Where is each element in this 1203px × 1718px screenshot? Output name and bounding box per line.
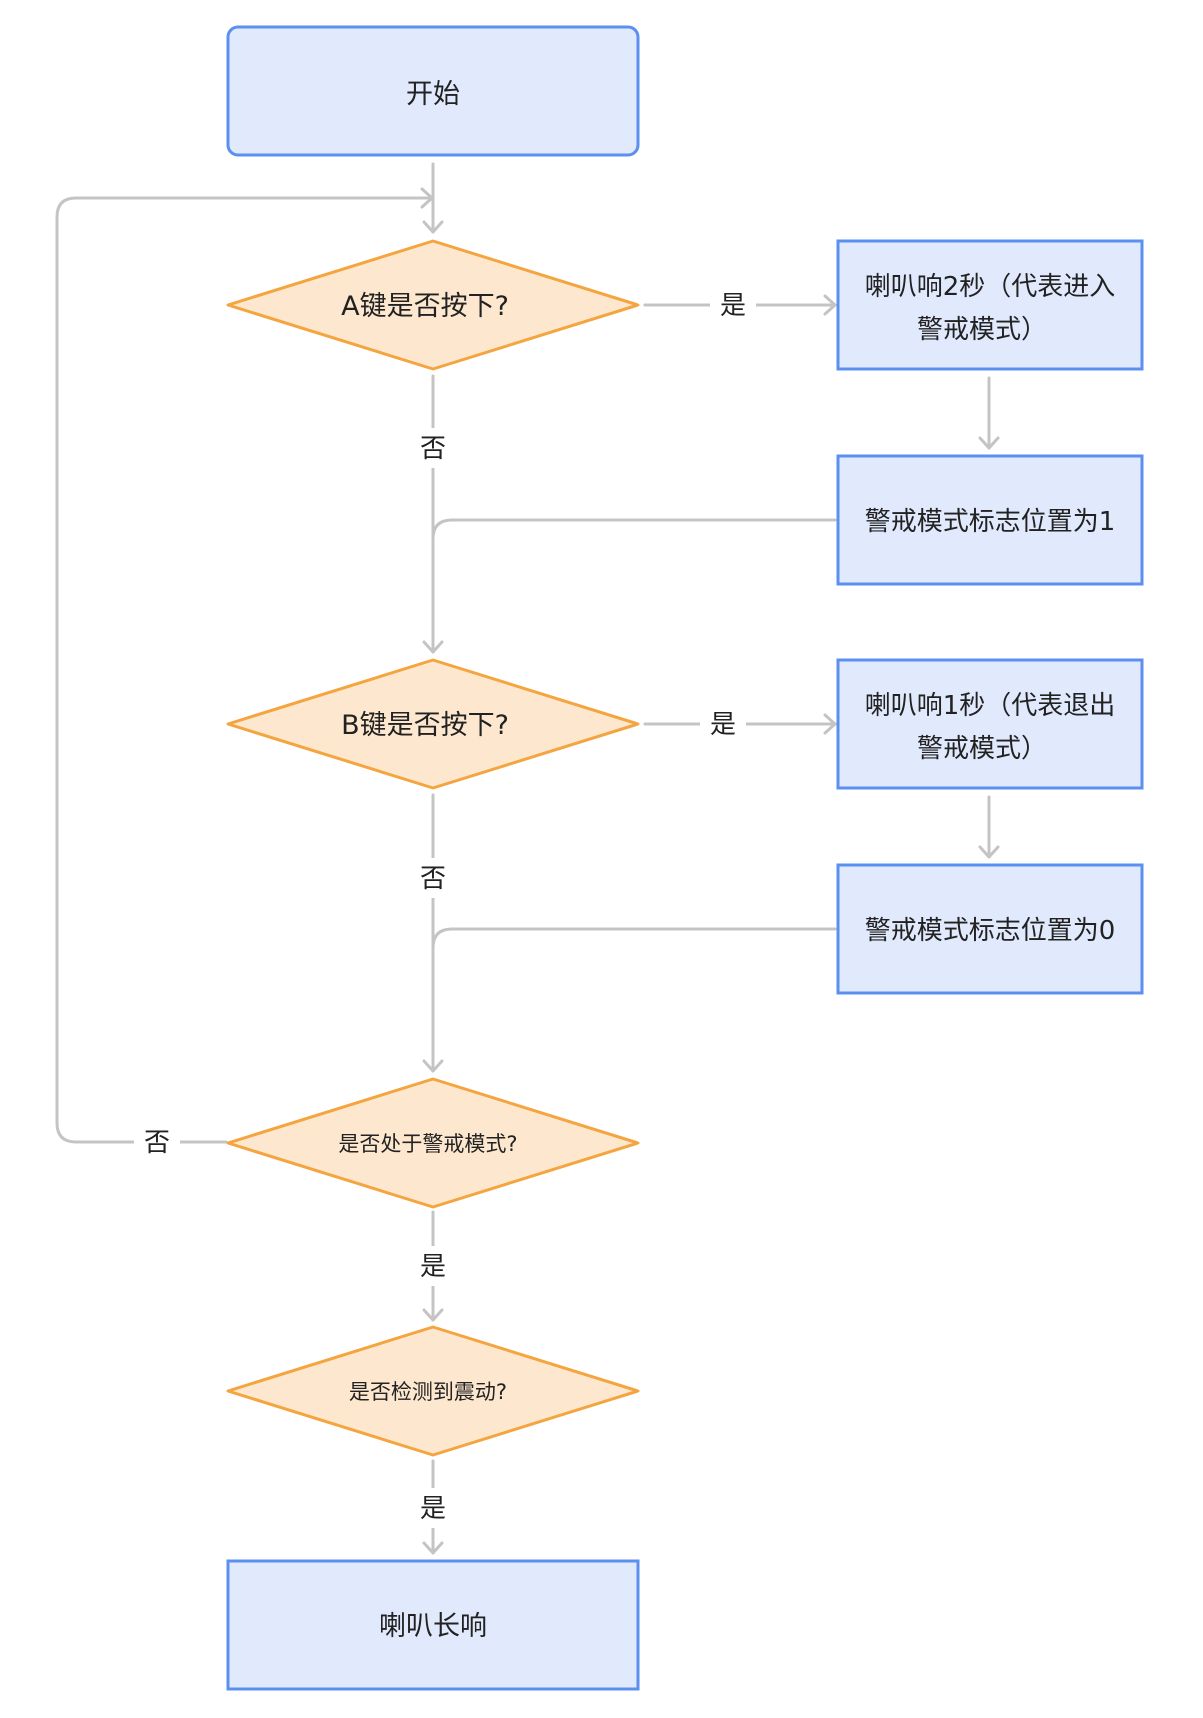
node-beep-2s-line2: 警戒模式） (917, 315, 1047, 345)
arrowhead-beep1-to-flag0 (978, 845, 1000, 859)
edge-label-a-no: 否 (420, 434, 446, 464)
node-beep-1s-line2: 警戒模式） (917, 734, 1047, 764)
arrowhead-guard-yes (422, 1308, 444, 1322)
edge-label-vibration-yes: 是 (420, 1494, 446, 1524)
node-beep-1s-line1: 喇叭响1秒（代表退出 (865, 691, 1116, 721)
edges (55, 162, 1000, 1555)
node-beep-1s: 喇叭响1秒（代表退出 警戒模式） (836, 658, 1144, 790)
edge-label-guard-yes: 是 (420, 1252, 446, 1282)
arrowhead-guard-no-loop (420, 187, 434, 209)
edge-label-b-yes: 是 (710, 710, 736, 740)
edge-flag1-merge (431, 518, 837, 541)
node-long-beep-label: 喇叭长响 (379, 1611, 487, 1642)
node-decision-b-label: B键是否按下? (341, 710, 509, 741)
node-decision-guard: 是否处于警戒模式? (226, 1077, 640, 1209)
arrowhead-a-no (422, 640, 444, 654)
arrowhead-beep2-to-flag1 (978, 436, 1000, 450)
node-decision-vibration-label: 是否检测到震动? (349, 1380, 507, 1404)
node-beep-2s-line1: 喇叭响2秒（代表进入 (865, 272, 1116, 302)
edge-label-guard-no: 否 (144, 1128, 170, 1158)
node-decision-vibration: 是否检测到震动? (226, 1325, 640, 1457)
node-decision-a-label: A键是否按下? (341, 291, 509, 322)
node-flag-1: 警戒模式标志位置为1 (836, 454, 1144, 586)
edge-label-b-no: 否 (420, 864, 446, 894)
node-flag-0-label: 警戒模式标志位置为0 (865, 916, 1116, 946)
node-long-beep: 喇叭长响 (226, 1559, 640, 1691)
node-decision-guard-label: 是否处于警戒模式? (338, 1132, 517, 1156)
node-beep-2s: 喇叭响2秒（代表进入 警戒模式） (836, 239, 1144, 371)
node-start: 开始 (226, 25, 640, 157)
edge-labels: 是 否 是 否 否 是 是 (134, 285, 756, 1528)
node-flag-0: 警戒模式标志位置为0 (836, 863, 1144, 995)
node-decision-a: A键是否按下? (226, 239, 640, 371)
edge-flag0-merge (431, 927, 837, 950)
edge-guard-no-loop (55, 196, 434, 1144)
arrowhead-vibration-yes (422, 1541, 444, 1555)
node-decision-b: B键是否按下? (226, 658, 640, 790)
arrowhead-start-to-a (422, 220, 444, 234)
node-flag-1-label: 警戒模式标志位置为1 (865, 507, 1116, 537)
arrowhead-b-no (422, 1059, 444, 1073)
arrowhead-a-yes (823, 294, 837, 316)
nodes: 开始 A键是否按下? 喇叭响2秒（代表进入 警戒模式） 警戒模式标志位置为1 B… (226, 25, 1144, 1691)
node-start-label: 开始 (406, 79, 460, 110)
arrowhead-b-yes (823, 713, 837, 735)
edge-label-a-yes: 是 (720, 291, 746, 321)
